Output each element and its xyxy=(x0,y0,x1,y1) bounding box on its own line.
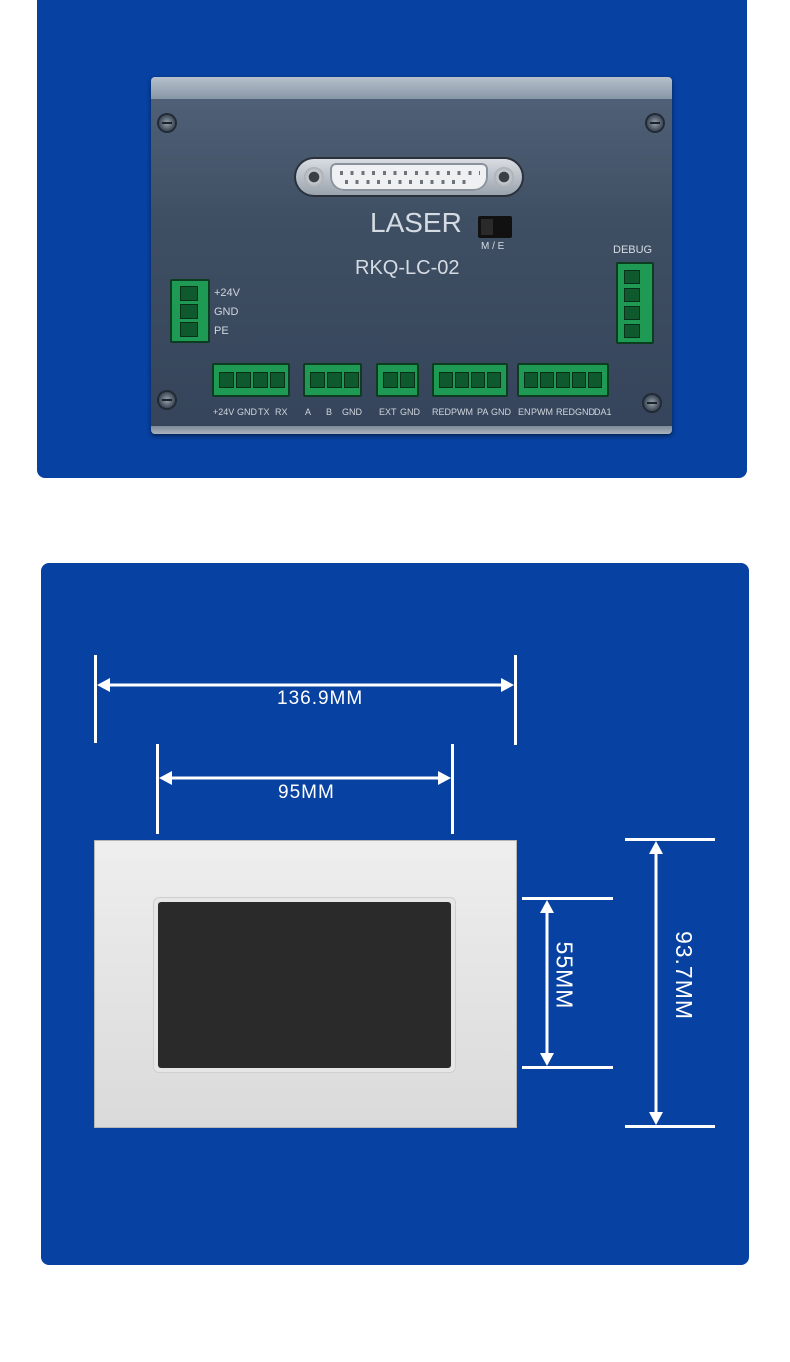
display-screen xyxy=(158,902,451,1068)
extension-line xyxy=(514,655,517,745)
extension-line xyxy=(522,1066,613,1069)
red-terminal xyxy=(432,363,508,397)
screw-icon xyxy=(647,115,663,131)
red-pin-label: RED xyxy=(432,407,452,417)
hex-nut-icon xyxy=(494,167,514,187)
red-pin-label: PWM xyxy=(451,407,473,417)
ext-terminal xyxy=(376,363,419,397)
en-pin-label: EN xyxy=(518,407,531,417)
serial-pin-label: +24V xyxy=(213,407,235,417)
serial-pin-label: GND xyxy=(237,407,257,417)
en-pin-label: DA1 xyxy=(594,407,612,417)
db25-pins-row xyxy=(340,171,480,175)
switch-label: M / E xyxy=(481,241,505,252)
power-pin-label: PE xyxy=(214,325,229,337)
rs485-terminal xyxy=(303,363,362,397)
rs485-pin-label: A xyxy=(305,407,312,417)
rs485-pin-label: GND xyxy=(342,407,362,417)
serial-pin-label: TX xyxy=(258,407,270,417)
en-pin-label: RED xyxy=(556,407,576,417)
product-photo-panel: LASER RKQ-LC-02 M / E DEBUG +24V GND PE xyxy=(37,0,747,478)
extension-line xyxy=(625,838,715,841)
debug-label: DEBUG xyxy=(613,244,653,256)
box-bottom-edge xyxy=(151,426,672,434)
db25-pin-face xyxy=(330,163,488,191)
extension-line xyxy=(94,655,97,743)
power-pin-label: +24V xyxy=(214,287,240,299)
screen-height-label: 55MM xyxy=(551,941,578,1010)
screw-icon xyxy=(159,392,175,408)
en-terminal xyxy=(517,363,609,397)
dimension-arrow-93-7 xyxy=(649,841,663,1125)
red-pin-label: GND xyxy=(491,407,511,417)
frame-height-label: 93.7MM xyxy=(671,930,698,1021)
model-label: RKQ-LC-02 xyxy=(355,257,460,279)
en-pin-label: GND xyxy=(575,407,595,417)
dimension-arrow-55 xyxy=(540,900,554,1066)
laser-label: LASER xyxy=(370,207,462,238)
display-bezel xyxy=(153,897,456,1073)
extension-line xyxy=(522,897,613,900)
dimension-arrow-136-9 xyxy=(97,678,514,692)
en-pin-label: PWM xyxy=(531,407,553,417)
rs485-pin-label: B xyxy=(326,407,333,417)
hex-nut-icon xyxy=(304,167,324,187)
power-pin-label: GND xyxy=(214,306,239,318)
serial-terminal xyxy=(212,363,290,397)
db25-pins-row xyxy=(345,180,471,184)
screw-icon xyxy=(644,395,660,411)
ext-pin-label: EXT xyxy=(379,407,397,417)
laser-controller-box: LASER RKQ-LC-02 M / E DEBUG +24V GND PE xyxy=(151,77,672,434)
extension-line xyxy=(625,1125,715,1128)
power-terminal xyxy=(170,279,210,343)
dimension-arrow-95 xyxy=(159,771,451,785)
db25-connector xyxy=(296,159,522,195)
mode-switch xyxy=(478,216,512,238)
box-top-edge xyxy=(151,77,672,99)
extension-line xyxy=(156,744,159,834)
serial-pin-label: RX xyxy=(275,407,288,417)
frame-width-label: 136.9MM xyxy=(277,688,364,709)
red-pin-label: PA xyxy=(477,407,489,417)
screw-icon xyxy=(159,115,175,131)
ext-pin-label: GND xyxy=(400,407,420,417)
extension-line xyxy=(451,744,454,834)
screen-width-label: 95MM xyxy=(278,782,335,803)
debug-terminal xyxy=(616,262,654,344)
touch-display-device xyxy=(94,840,517,1128)
